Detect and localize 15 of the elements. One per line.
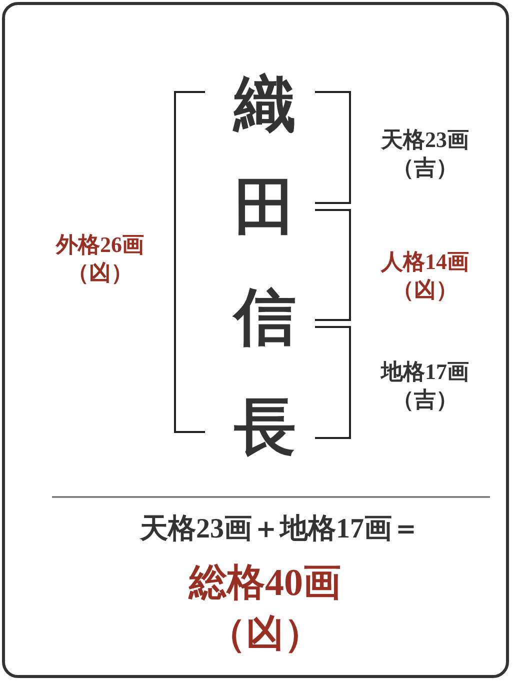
name-character: 田 <box>234 174 296 242</box>
total-score: 総格40画 <box>189 563 341 605</box>
fortune-label: （吉） <box>392 156 458 180</box>
score-label: 天格23画 <box>381 128 469 152</box>
score-label: 人格14画 <box>381 250 469 274</box>
formula-text: 天格23画＋地格17画＝ <box>140 514 420 546</box>
fortune-label: （凶） <box>208 614 322 656</box>
name-character: 信 <box>234 284 296 352</box>
name-character: 織 <box>234 70 296 140</box>
name-character: 長 <box>234 394 296 462</box>
fortune-label: （凶） <box>67 260 133 286</box>
score-label: 地格17画 <box>381 360 469 384</box>
fortune-label: （凶） <box>392 278 458 302</box>
fortune-label: （吉） <box>392 388 458 412</box>
score-label: 外格26画 <box>56 232 144 258</box>
